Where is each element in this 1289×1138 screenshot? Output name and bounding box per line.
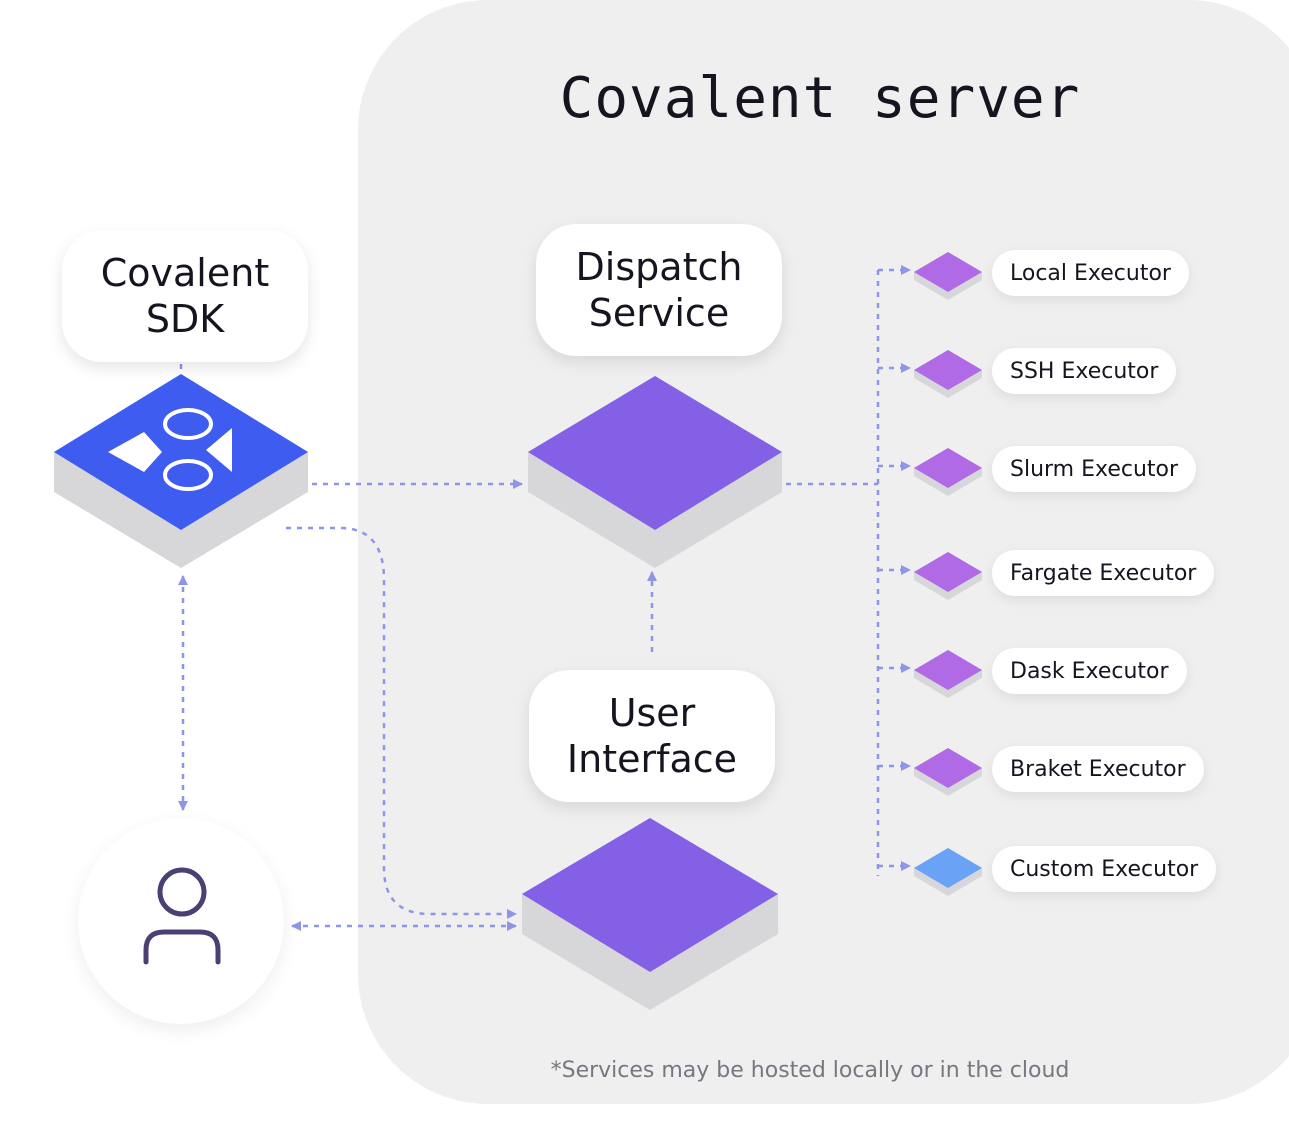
ui-block-top [522, 818, 778, 972]
executor-diamond-dask [914, 650, 982, 698]
ui-block [522, 818, 778, 1010]
executor-pill-braket: Braket Executor [992, 746, 1204, 792]
user-icon [143, 867, 221, 965]
dispatch-label-line1: Dispatch [575, 245, 743, 289]
connectors [178, 265, 911, 931]
executor-pill-fargate: Fargate Executor [992, 550, 1215, 596]
server-title: Covalent server [559, 66, 1081, 131]
dispatch-block-top [528, 376, 782, 530]
executor-diamond-fargate [914, 552, 982, 600]
ui-label-line2: Interface [566, 737, 738, 781]
executor-pill-dask: Dask Executor [992, 648, 1187, 694]
dispatch-service-label: Dispatch Service [536, 224, 782, 356]
dispatch-label-line2: Service [588, 291, 730, 335]
executor-pill-local: Local Executor [992, 250, 1189, 296]
sdk-block-top [54, 374, 308, 530]
sdk-label-line1: Covalent [100, 251, 270, 295]
executor-diamond-custom [914, 848, 982, 896]
sdk-to-ui-arrow [286, 526, 517, 919]
ui-label-line1: User [608, 691, 696, 735]
executor-diamonds [914, 252, 982, 896]
sdk-label-line2: SDK [145, 297, 225, 341]
executor-diamond-braket [914, 748, 982, 796]
executor-pill-ssh: SSH Executor [992, 348, 1177, 394]
sdk-block [54, 374, 308, 568]
hosting-footnote: *Services may be hosted locally or in th… [550, 1058, 1070, 1083]
executor-pill-custom: Custom Executor [992, 846, 1217, 892]
executor-branches [878, 265, 911, 871]
dispatch-block [528, 376, 782, 568]
executor-diamond-slurm [914, 448, 982, 496]
executor-diamond-ssh [914, 350, 982, 398]
user-avatar [78, 818, 284, 1024]
covalent-sdk-label: Covalent SDK [62, 230, 308, 362]
covalent-logo-icon [108, 408, 232, 491]
executor-diamond-local [914, 252, 982, 300]
user-interface-label: User Interface [529, 670, 775, 802]
executor-pill-slurm: Slurm Executor [992, 446, 1197, 492]
